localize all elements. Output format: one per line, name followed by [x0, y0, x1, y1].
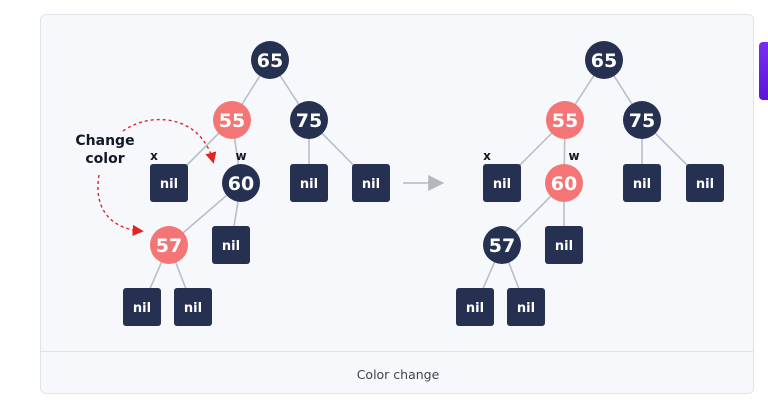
nil-node: nil	[150, 164, 188, 202]
nil-node: nil	[174, 288, 212, 326]
node-57: 57	[483, 226, 521, 264]
annotation-line2: color	[85, 151, 124, 167]
svg-text:75: 75	[629, 110, 655, 132]
node-60: 60	[222, 164, 260, 202]
node-55: 55	[213, 101, 251, 139]
svg-text:nil: nil	[184, 301, 202, 316]
node-75: 75	[290, 101, 328, 139]
svg-text:nil: nil	[493, 177, 511, 192]
node-60: 60	[545, 164, 583, 202]
svg-text:nil: nil	[160, 177, 178, 192]
svg-text:55: 55	[552, 110, 578, 132]
tree-before: nil nil nil nil nil	[75, 41, 390, 326]
caption-text: Color change	[356, 366, 440, 382]
nil-node: nil	[290, 164, 328, 202]
annotation-line1: Change	[75, 133, 134, 149]
marker-x: x	[150, 149, 158, 163]
node-65: 65	[251, 41, 289, 79]
nil-node: nil	[483, 164, 521, 202]
svg-text:nil: nil	[222, 239, 240, 254]
figure-card: nil nil nil nil nil	[40, 14, 754, 394]
nil-node: nil	[212, 226, 250, 264]
figure-caption: Color change	[41, 351, 753, 393]
svg-text:57: 57	[489, 235, 515, 257]
svg-text:nil: nil	[696, 177, 714, 192]
svg-text:60: 60	[228, 173, 254, 195]
nil-node: nil	[352, 164, 390, 202]
node-75: 75	[623, 101, 661, 139]
svg-text:nil: nil	[133, 301, 151, 316]
svg-text:nil: nil	[555, 239, 573, 254]
node-65: 65	[585, 41, 623, 79]
nil-node: nil	[686, 164, 724, 202]
nil-node: nil	[507, 288, 545, 326]
svg-text:60: 60	[551, 173, 577, 195]
dashed-arrow-to-60	[122, 118, 217, 164]
svg-text:nil: nil	[300, 177, 318, 192]
svg-text:57: 57	[156, 235, 182, 257]
nil-node: nil	[545, 226, 583, 264]
side-tab[interactable]	[759, 42, 768, 100]
node-55: 55	[546, 101, 584, 139]
nil-node: nil	[123, 288, 161, 326]
svg-text:nil: nil	[633, 177, 651, 192]
nil-node: nil	[623, 164, 661, 202]
svg-text:nil: nil	[362, 177, 380, 192]
nil-node: nil	[456, 288, 494, 326]
svg-text:75: 75	[296, 110, 322, 132]
node-57: 57	[150, 226, 188, 264]
svg-text:nil: nil	[517, 301, 535, 316]
red-black-tree-diagram: nil nil nil nil nil	[75, 41, 724, 326]
marker-w: w	[235, 149, 246, 163]
svg-text:55: 55	[219, 110, 245, 132]
marker-w: w	[568, 149, 579, 163]
tree-after: nil nil nil nil nil	[456, 41, 724, 326]
svg-text:nil: nil	[466, 301, 484, 316]
dashed-arrow-to-57	[97, 174, 144, 236]
diagram-area: nil nil nil nil nil	[41, 15, 753, 351]
marker-x: x	[483, 149, 491, 163]
svg-text:65: 65	[591, 50, 617, 72]
svg-text:65: 65	[257, 50, 283, 72]
